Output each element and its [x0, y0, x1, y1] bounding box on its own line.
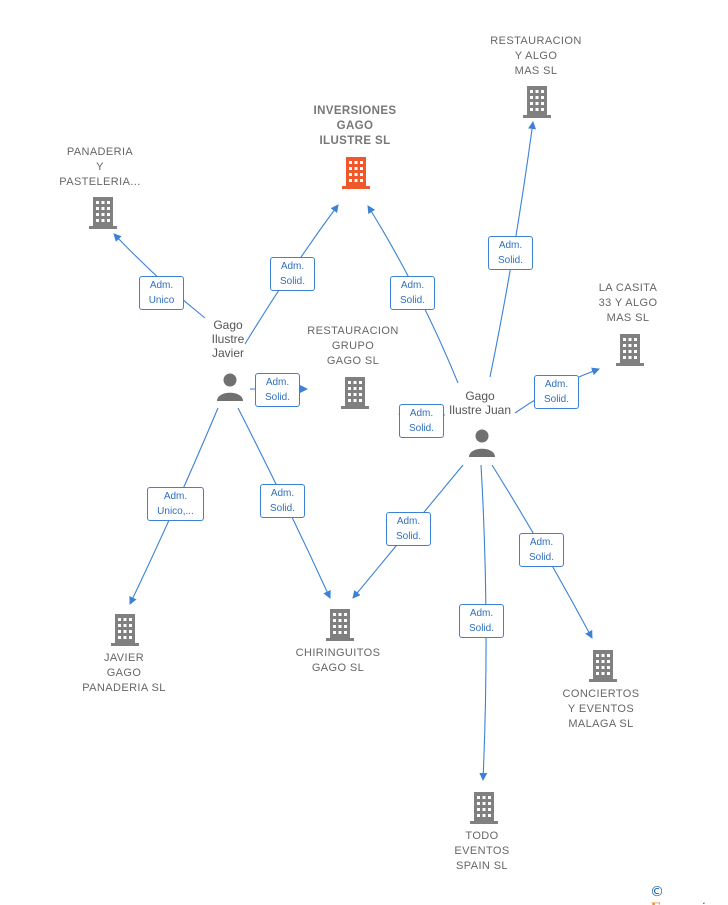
building-icon-rest-grupo[interactable] — [339, 374, 371, 410]
company-label-chiringuitos[interactable]: CHIRINGUITOS GAGO SL — [295, 647, 381, 674]
relation-label[interactable]: Adm. Solid. — [255, 373, 300, 407]
relation-label[interactable]: Adm. Solid. — [488, 236, 533, 270]
company-label-rest-grupo[interactable]: RESTAURACION GRUPO GAGO SL — [307, 325, 399, 367]
company-label-rest-algo[interactable]: RESTAURACION Y ALGO MAS SL — [490, 35, 582, 77]
relation-label[interactable]: Adm. Solid. — [534, 375, 579, 409]
building-icon-rest-algo[interactable] — [521, 83, 553, 119]
building-icon-javier-gago[interactable] — [109, 611, 141, 647]
brand-logo[interactable]: © Empresia — [650, 884, 728, 905]
relation-label[interactable]: Adm. Unico,... — [147, 487, 204, 521]
building-icon-conciertos[interactable] — [587, 647, 619, 683]
relation-label[interactable]: Adm. Solid. — [386, 512, 431, 546]
company-label-javier-gago[interactable]: JAVIER GAGO PANADERIA SL — [82, 652, 166, 694]
relation-label[interactable]: Adm. Solid. — [519, 533, 564, 567]
company-label-conciertos[interactable]: CONCIERTOS Y EVENTOS MALAGA SL — [562, 688, 640, 730]
relation-label[interactable]: Adm. Solid. — [399, 404, 444, 438]
company-label-todo[interactable]: TODO EVENTOS SPAIN SL — [454, 830, 510, 872]
person-label-juan[interactable]: Gago Ilustre Juan — [448, 389, 512, 417]
copyright-icon: © — [650, 884, 664, 900]
person-label-javier[interactable]: Gago Ilustre Javier — [211, 318, 245, 360]
company-label-inversiones[interactable]: INVERSIONES GAGO ILUSTRE SL — [313, 105, 397, 147]
relation-label[interactable]: Adm. Solid. — [459, 604, 504, 638]
brand-name: Empresia — [650, 901, 713, 905]
company-label-panaderia[interactable]: PANADERIA Y PASTELERIA... — [59, 146, 141, 188]
relation-label[interactable]: Adm. Solid. — [260, 484, 305, 518]
building-icon-inversiones[interactable] — [340, 154, 372, 190]
relation-label[interactable]: Adm. Solid. — [270, 257, 315, 291]
building-icon-panaderia[interactable] — [87, 194, 119, 230]
relation-label[interactable]: Adm. Solid. — [390, 276, 435, 310]
building-icon-todo[interactable] — [468, 789, 500, 825]
company-label-casita[interactable]: LA CASITA 33 Y ALGO MAS SL — [598, 282, 658, 324]
building-icon-chiringuitos[interactable] — [324, 606, 356, 642]
relation-label[interactable]: Adm. Unico — [139, 276, 184, 310]
person-icon-javier[interactable] — [214, 371, 246, 403]
person-icon-juan[interactable] — [466, 427, 498, 459]
building-icon-casita[interactable] — [614, 331, 646, 367]
